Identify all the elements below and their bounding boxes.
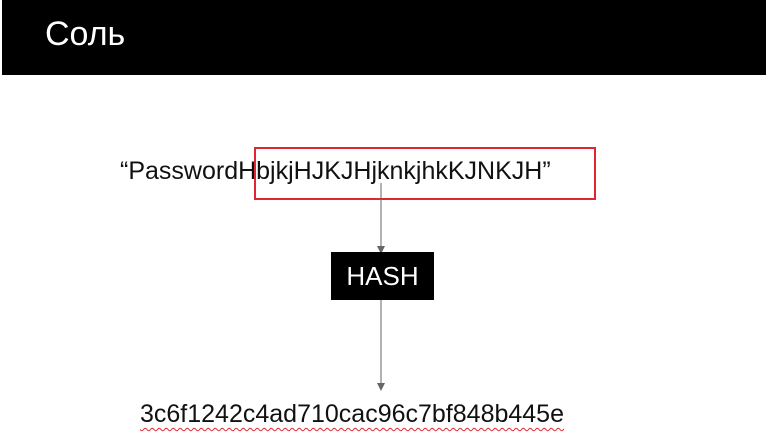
hash-function-box: HASH [331,252,434,300]
open-quote: “ [120,157,129,185]
title-bar: Соль [2,0,766,75]
salted-password-text: “PasswordHbjkjHJKJHjknkjhkKJNKJH” [120,154,551,188]
salt-text: HbjkjHJKJHjknkjhkKJNKJH [238,157,543,185]
hash-digest: 3c6f1242c4ad710cac96c7bf848b445e [140,400,564,428]
hash-label: HASH [346,261,419,291]
salt-highlight-box [254,147,596,200]
password-text: Password [128,157,239,185]
close-quote: ” [542,157,551,185]
slide-title: Соль [45,15,126,53]
